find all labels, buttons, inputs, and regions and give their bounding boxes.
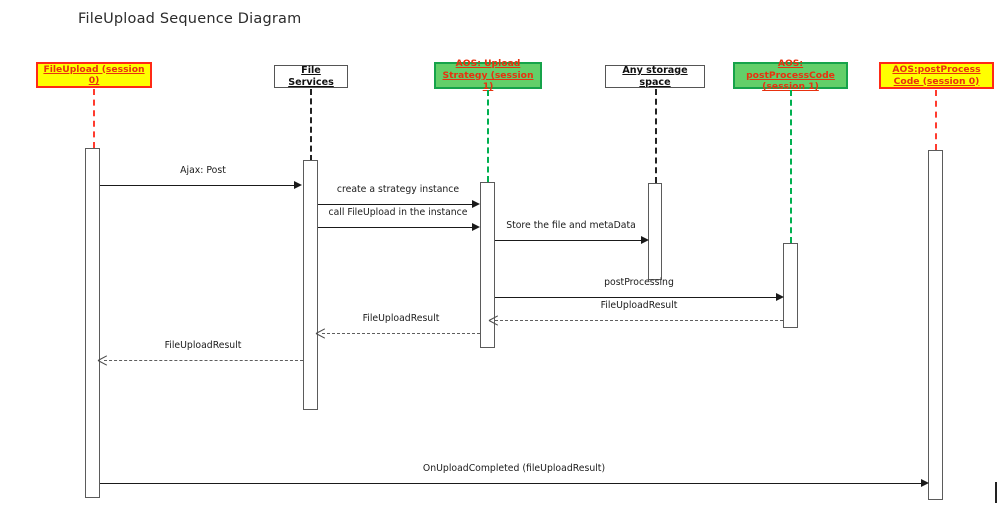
lifeline-postprocesscode-session0 (935, 90, 937, 150)
message-arrow-m8 (104, 360, 303, 361)
lifeline-header-fileupload[interactable]: FileUpload (session 0) (36, 62, 152, 88)
message-arrow-m1 (100, 185, 295, 186)
message-arrow-m4 (495, 240, 645, 241)
arrowhead-m5 (776, 293, 784, 301)
message-label-m5: postProcessing (604, 277, 674, 288)
lifeline-header-label: Any storage space (622, 65, 688, 88)
message-label-m7: FileUploadResult (362, 313, 440, 324)
activation-bar-fileupload (85, 148, 100, 498)
lifeline-header-upload-strategy[interactable]: AOS: Upload Strategy (session 1) (434, 58, 542, 92)
lifeline-header-label: File Services (288, 65, 334, 88)
arrowhead-m6 (489, 316, 498, 325)
message-arrow-m3 (318, 227, 473, 228)
activation-bar-postprocesscode-session1 (783, 243, 798, 328)
lifeline-header-postprocesscode-session0[interactable]: AOS:postProcess Code (session 0) (879, 62, 994, 89)
lifeline-upload-strategy (487, 90, 489, 182)
lifeline-header-label: FileUpload (session 0) (43, 63, 145, 87)
lifeline-header-label: AOS: Upload Strategy (session 1) (442, 58, 534, 93)
arrowhead-m3 (472, 223, 480, 231)
activation-bar-file-services (303, 160, 318, 410)
activation-bar-postprocesscode-session0 (928, 150, 943, 500)
arrowhead-m9 (921, 479, 929, 487)
message-arrow-m2 (318, 204, 473, 205)
message-arrow-m9 (100, 483, 922, 484)
lifeline-file-services (310, 89, 312, 161)
message-label-m1: Ajax: Post (180, 165, 226, 176)
diagram-edge-tick (995, 482, 997, 503)
message-arrow-m7 (322, 333, 480, 334)
lifeline-postprocesscode-session1 (790, 90, 792, 243)
diagram-title: FileUpload Sequence Diagram (78, 11, 302, 27)
lifeline-fileupload (93, 89, 95, 148)
message-label-m3: call FileUpload in the instance (328, 207, 468, 218)
lifeline-header-postprocesscode-session1[interactable]: AOS: postProcessCode (session 1) (733, 58, 848, 92)
activation-bar-upload-strategy (480, 182, 495, 348)
message-label-m6: FileUploadResult (600, 300, 678, 311)
lifeline-header-any-storage-space[interactable]: Any storage space (605, 65, 705, 88)
lifeline-header-label: AOS: postProcessCode (session 1) (746, 58, 835, 93)
arrowhead-m8 (98, 356, 107, 365)
activation-bar-any-storage-space (648, 183, 662, 280)
message-arrow-m5 (495, 297, 777, 298)
arrowhead-m1 (294, 181, 302, 189)
lifeline-header-file-services[interactable]: File Services (274, 65, 348, 88)
arrowhead-m4 (641, 236, 649, 244)
message-label-m4: Store the file and metaData (506, 220, 636, 231)
message-arrow-m6 (495, 320, 783, 321)
lifeline-header-label: AOS:postProcess Code (session 0) (892, 64, 981, 87)
arrowhead-m2 (472, 200, 480, 208)
arrowhead-m7 (316, 329, 325, 338)
message-label-m8: FileUploadResult (164, 340, 242, 351)
message-label-m2: create a strategy instance (336, 184, 460, 195)
message-label-m9: OnUploadCompleted (fileUploadResult) (422, 463, 606, 474)
lifeline-any-storage-space (655, 89, 657, 183)
